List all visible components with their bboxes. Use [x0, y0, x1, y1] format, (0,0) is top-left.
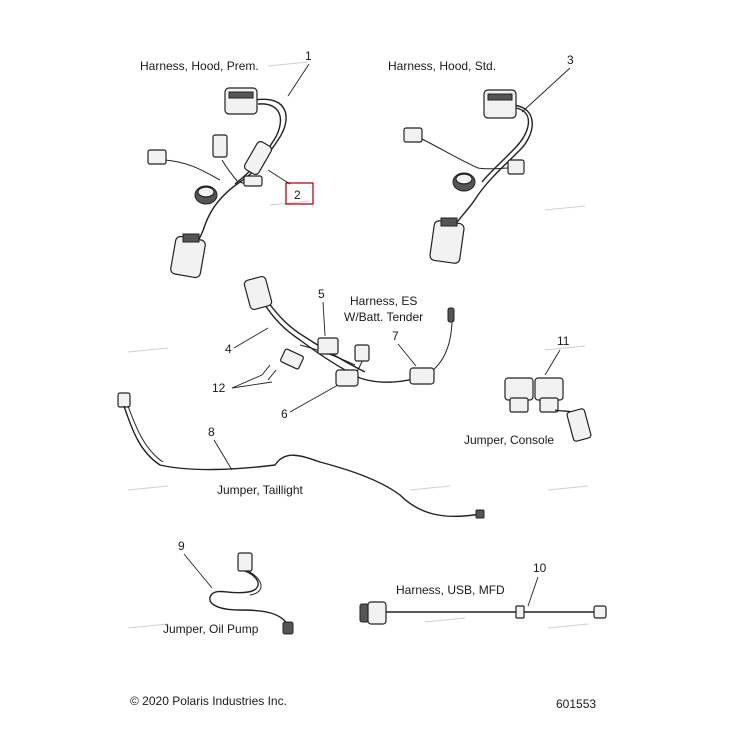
callout-11: 11 — [557, 334, 570, 348]
watermarks — [127, 61, 589, 629]
es-connector-6-icon — [335, 369, 359, 387]
std-connector-right-icon — [507, 159, 525, 175]
jumper-oil-pump: 9 Jumper, Oil Pump — [163, 539, 294, 636]
callout-3: 3 — [567, 53, 574, 67]
usb-connector-icon — [367, 601, 387, 625]
callout-2-group: 2 — [267, 169, 314, 205]
label-es-line1: Harness, ES — [350, 294, 417, 308]
diagram-number: 601553 — [556, 697, 596, 711]
label-hood-prem: Harness, Hood, Prem. — [140, 59, 259, 73]
callout-2: 2 — [294, 188, 301, 202]
label-taillight: Jumper, Taillight — [217, 483, 303, 497]
jumper-taillight: 8 Jumper, Taillight — [117, 392, 485, 519]
copyright-text: © 2020 Polaris Industries Inc. — [130, 694, 287, 708]
footer: © 2020 Polaris Industries Inc. 601553 — [130, 694, 596, 711]
es-box-connector-icon — [317, 337, 339, 355]
fuse-holder-icon — [243, 141, 273, 175]
label-oil-pump: Jumper, Oil Pump — [163, 622, 259, 636]
es-pin-icon — [447, 307, 455, 323]
connector-left-icon — [147, 149, 167, 165]
connector-small-icon — [212, 134, 228, 158]
callout-10: 10 — [533, 561, 547, 575]
usb-clip-icon — [515, 605, 525, 619]
label-usb-mfd: Harness, USB, MFD — [396, 583, 505, 597]
callout-8: 8 — [208, 425, 215, 439]
std-connector-bottom-icon — [429, 220, 465, 264]
jumper-console: 11 Jumper, Console — [464, 334, 592, 447]
harness-usb-mfd: Harness, USB, MFD 10 — [359, 561, 607, 625]
label-es-line2: W/Batt. Tender — [344, 310, 423, 324]
callout-12: 12 — [212, 381, 226, 395]
es-plug-icon — [280, 348, 304, 370]
callout-7: 7 — [392, 329, 399, 343]
console-end-connector-icon — [566, 408, 592, 442]
callout-9: 9 — [178, 539, 185, 553]
callout-1: 1 — [305, 49, 312, 63]
harness-es: Harness, ES W/Batt. Tender 4 5 7 6 12 — [212, 275, 455, 421]
callout-5: 5 — [318, 287, 325, 301]
label-hood-std: Harness, Hood, Std. — [388, 59, 496, 73]
es-connector-7-icon — [409, 367, 435, 385]
callout-6: 6 — [281, 407, 288, 421]
taillight-connector-left-icon — [117, 392, 131, 408]
harness-hood-prem: Harness, Hood, Prem. 1 — [140, 49, 312, 279]
usb-end-connector-icon — [593, 605, 607, 619]
highlight-box — [285, 182, 314, 205]
es-small-connector-icon — [354, 344, 370, 362]
console-connector-a-icon — [504, 377, 534, 401]
es-main-connector-icon — [243, 275, 273, 311]
taillight-connector-right-icon — [475, 509, 485, 519]
callout-4: 4 — [225, 342, 232, 356]
std-connector-left-icon — [403, 127, 423, 143]
harness-hood-std: Harness, Hood, Std. 3 — [388, 53, 574, 264]
console-connector-b-icon — [534, 377, 564, 401]
label-console: Jumper, Console — [464, 433, 554, 447]
oil-pump-connector-top-icon — [237, 552, 253, 572]
oil-pump-connector-bottom-icon — [282, 621, 294, 635]
